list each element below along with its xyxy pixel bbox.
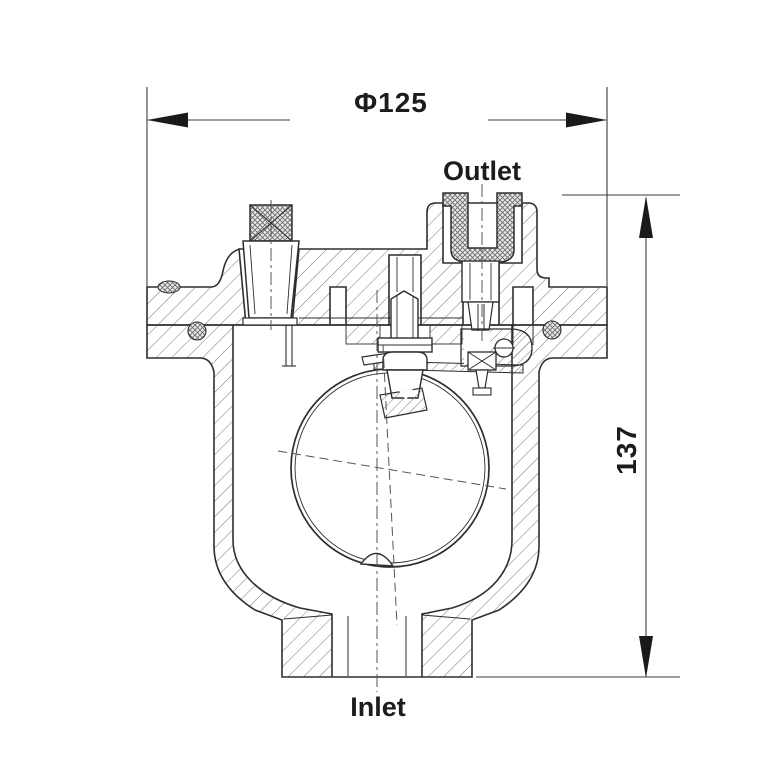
centerlines: [270, 184, 507, 692]
gasket-dot: [157, 280, 181, 294]
arrow-up: [639, 196, 653, 238]
o-ring-left: [187, 321, 207, 341]
float-ball: [290, 368, 490, 568]
float-lever-mechanism: [282, 260, 534, 419]
arrow-down: [639, 636, 653, 678]
body-outline: [146, 324, 608, 678]
nozzle-step: [467, 301, 494, 331]
arrow-right: [566, 112, 607, 128]
stem-hex-head: [390, 290, 419, 341]
outlet-label: Outlet: [443, 156, 521, 186]
dimension-diameter-label: Φ125: [354, 87, 428, 118]
float-diameter-line: [277, 450, 507, 490]
poppet-stem: [475, 369, 489, 389]
stem-cap: [382, 351, 428, 371]
valve-body-section: [146, 324, 608, 678]
valve-cover-section: [146, 202, 608, 341]
dimension-height-label: 137: [611, 425, 642, 475]
dimension-height: 137: [476, 194, 680, 678]
outlet-nozzle: [461, 260, 500, 303]
inlet-thread: [283, 614, 471, 676]
port-labels: Outlet Inlet: [350, 156, 521, 722]
float-axis-line: [382, 344, 398, 626]
dimension-diameter: Φ125: [146, 87, 608, 286]
plug-base: [242, 317, 298, 326]
outlet-port-insert: [442, 192, 523, 263]
inlet-label: Inlet: [350, 692, 406, 722]
outlet-bushing: [442, 192, 523, 263]
o-ring-right: [542, 320, 562, 340]
cover-outline: [146, 202, 608, 326]
arrow-left: [147, 112, 188, 128]
